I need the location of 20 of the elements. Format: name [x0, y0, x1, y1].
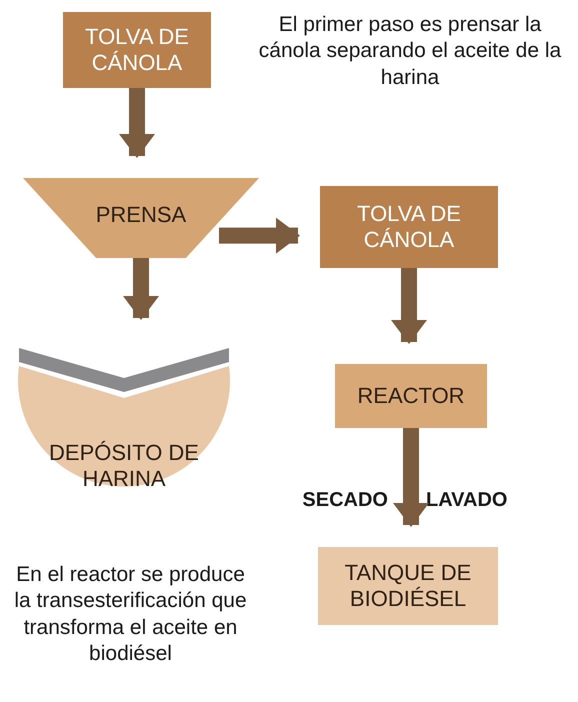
- node-label: TOLVA DE CÁNOLA: [84, 24, 190, 76]
- node-label: PRENSA: [96, 202, 186, 228]
- arrow: [123, 258, 159, 320]
- note-text: El primer paso es prensar la cánola separando el aceite de la harina: [258, 12, 562, 90]
- arrow: [393, 428, 429, 527]
- note-text: En el reactor se produce la transesterificación que transforma el aceite en biodiésel: [13, 562, 248, 667]
- hopper-box: [63, 12, 211, 88]
- press-trapezoid: [23, 178, 259, 258]
- arrow: [119, 88, 155, 158]
- node-label: REACTOR: [357, 382, 465, 410]
- arrow: [219, 218, 300, 254]
- hopper-box: [320, 186, 498, 268]
- tank-box: [318, 547, 498, 625]
- node-label: TOLVA DE CÁNOLA: [356, 200, 462, 254]
- edge-side-label: SECADO: [301, 488, 388, 513]
- reactor-box: [335, 364, 487, 428]
- arrow: [391, 268, 427, 344]
- node-label: TANQUE DE BIODIÉSEL: [344, 560, 472, 612]
- edge-side-label: LAVADO: [426, 488, 508, 513]
- node-label: DEPÓSITO DE HARINA: [48, 440, 200, 492]
